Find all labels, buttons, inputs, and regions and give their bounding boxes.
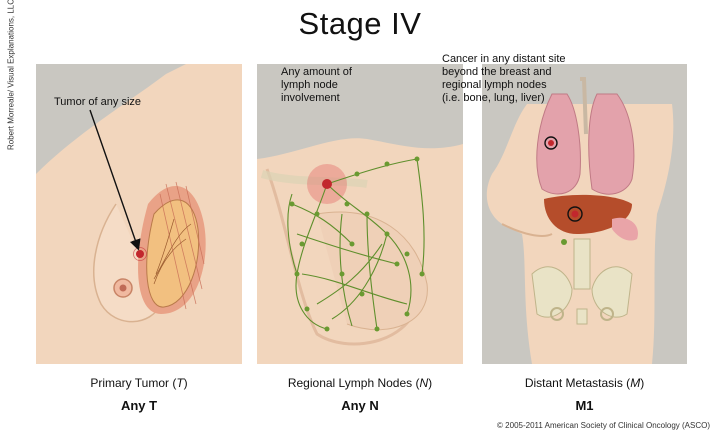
page-title: Stage IV xyxy=(298,6,422,41)
caption-text: ) xyxy=(428,376,433,390)
distant-organs-illustration xyxy=(482,64,687,364)
lymph-annotation-line: involvement xyxy=(281,92,340,104)
metastasis-annotation-line: regional lymph nodes xyxy=(442,79,547,91)
stage-label-t: Any T xyxy=(120,398,158,413)
caption-text: Primary Tumor ( xyxy=(90,376,177,390)
caption-text: ) xyxy=(183,376,188,390)
caption-text: Distant Metastasis ( xyxy=(524,376,631,390)
lymph-annotation-line: Any amount of xyxy=(281,66,352,78)
caption-code: M xyxy=(630,376,641,390)
lymph-annotation-line: lymph node xyxy=(281,79,338,91)
metastasis-annotation-line: Cancer in any distant site xyxy=(442,53,566,65)
copyright-notice: © 2005-2011 American Society of Clinical… xyxy=(497,421,710,430)
distant-metastasis-caption: Distant Metastasis (M) xyxy=(482,376,687,390)
caption-code: N xyxy=(419,376,429,390)
distant-metastasis-panel xyxy=(482,64,687,364)
breast-cross-section-illustration xyxy=(36,64,242,364)
lymph-annotation: Any amount of lymph node involvement xyxy=(281,66,352,105)
regional-lymph-caption: Regional Lymph Nodes (N) xyxy=(247,376,473,390)
metastasis-annotation: Cancer in any distant site beyond the br… xyxy=(442,53,566,105)
caption-text: ) xyxy=(640,376,645,390)
metastasis-annotation-line: (i.e. bone, lung, liver) xyxy=(442,92,545,104)
metastasis-annotation-line: beyond the breast and xyxy=(442,66,552,78)
regional-lymph-nodes-panel xyxy=(257,64,463,364)
caption-text: Regional Lymph Nodes ( xyxy=(287,376,420,390)
tumor-annotation: Tumor of any size xyxy=(54,96,142,108)
primary-tumor-caption: Primary Tumor (T) xyxy=(36,376,242,390)
caption-code: T xyxy=(176,376,184,390)
stage-label-m: M1 xyxy=(575,398,594,413)
primary-tumor-panel xyxy=(36,64,242,364)
stage-label-n: Any N xyxy=(341,398,379,413)
illustrator-credit: Robert Morreale/ Visual Explanations, LL… xyxy=(6,0,16,151)
lymph-node-illustration xyxy=(257,64,463,364)
